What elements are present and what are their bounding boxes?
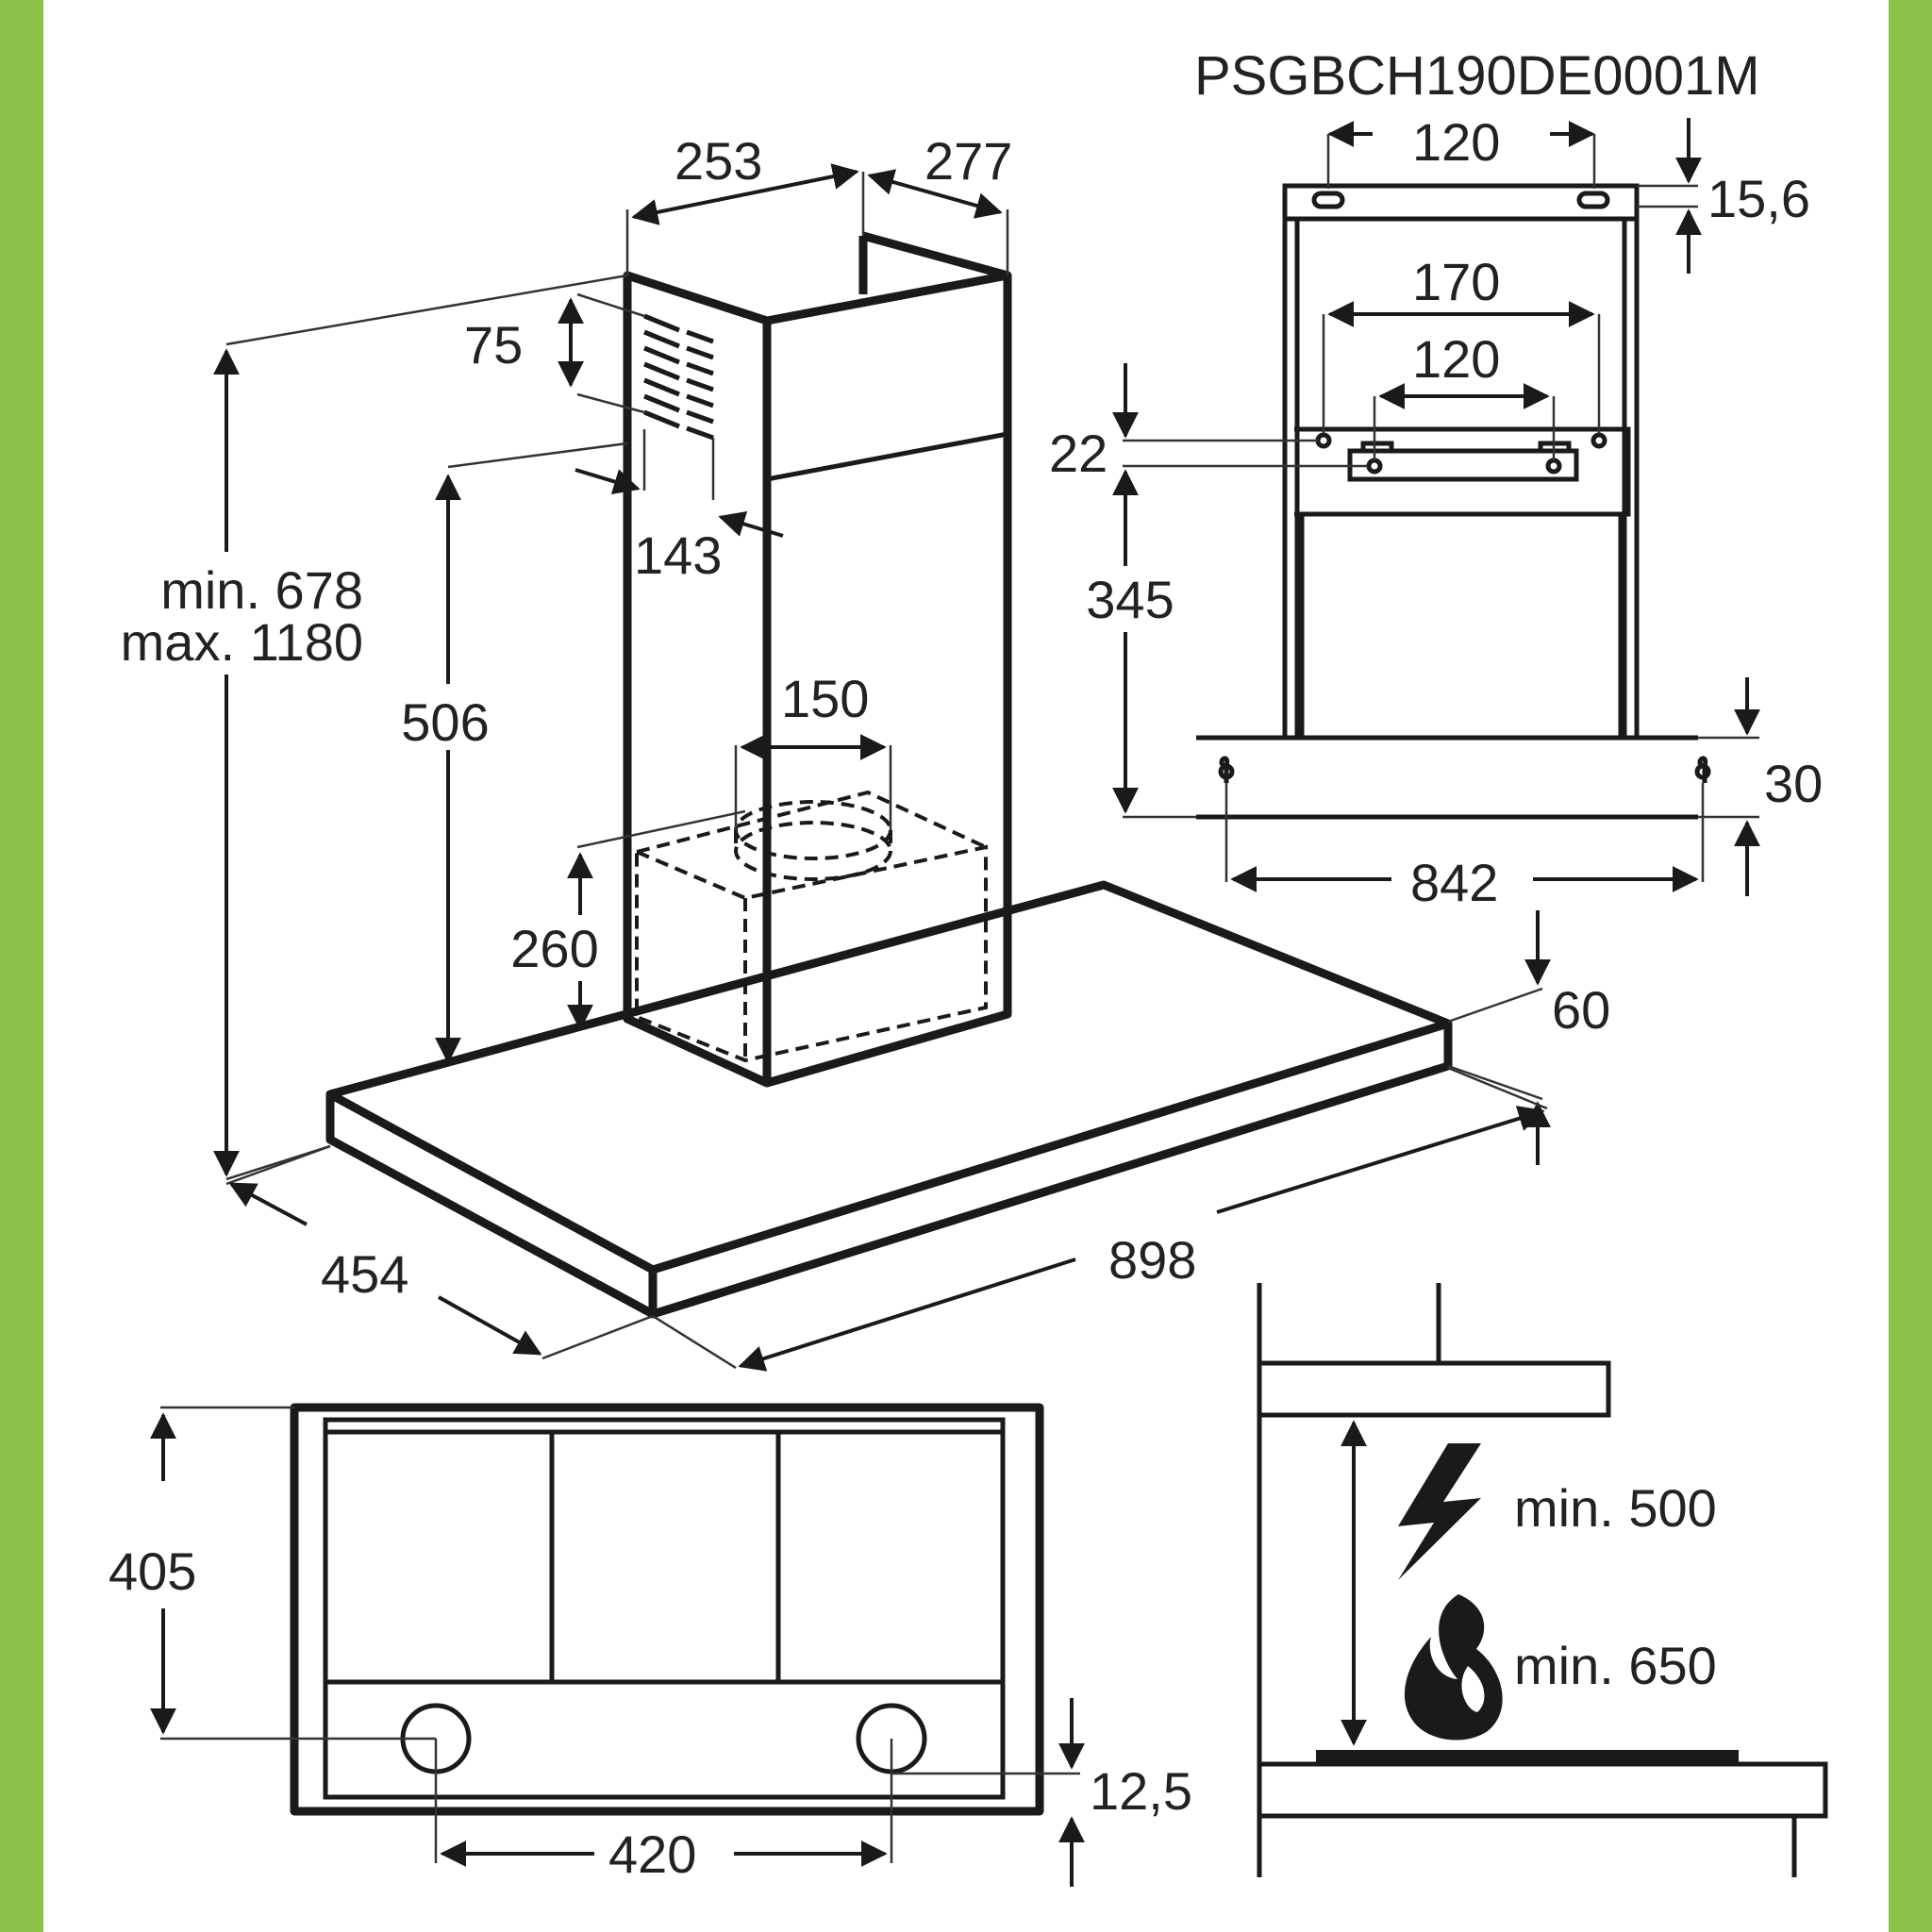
clearance-electric: min. 500 <box>1514 1478 1717 1538</box>
cooktop-profile <box>1257 1761 1828 1819</box>
clearance-gas: min. 650 <box>1514 1636 1717 1695</box>
dim-bottom-depth: 405 <box>108 1541 196 1601</box>
dim-chimney-width: 253 <box>675 131 762 191</box>
dim-bottom-offset: 30 <box>1764 754 1823 813</box>
dim-light-spacing: 420 <box>608 1824 696 1884</box>
drawing-sheet: 253 277 75 143 min. 678 max. 1180 506 15… <box>43 0 1889 1932</box>
dim-top-spacing: 120 <box>1412 112 1500 172</box>
dim-screw-spacing: 842 <box>1410 853 1498 912</box>
motor-housing-hidden <box>635 790 988 1063</box>
model-code: PSGBCH190DE0001M <box>1194 45 1760 107</box>
dim-canopy-width: 898 <box>1108 1230 1196 1290</box>
dim-motor-height: 260 <box>510 919 598 978</box>
dim-vent-offset: 143 <box>634 525 722 585</box>
dim-top-offset: 15,6 <box>1707 169 1810 228</box>
bottom-outline <box>290 1403 1044 1816</box>
hood-isometric-view: 253 277 75 143 min. 678 max. 1180 506 15… <box>104 131 1610 1372</box>
dim-bracket-height: 22 <box>1049 424 1108 483</box>
dim-height-min: min. 678 <box>160 560 363 620</box>
technical-drawing: 253 277 75 143 min. 678 max. 1180 506 15… <box>104 45 1828 1887</box>
hood-side-profile <box>1257 1360 1611 1418</box>
dim-edge-offset: 12,5 <box>1090 1761 1192 1821</box>
dim-chimney-lower-height: 506 <box>401 692 489 752</box>
dim-outlet-diameter: 150 <box>781 669 869 728</box>
filter-panels <box>323 1429 1006 1685</box>
canopy-outline <box>325 880 1453 1319</box>
dim-canopy-thickness: 60 <box>1552 980 1610 1040</box>
dim-outer-spacing: 170 <box>1412 252 1500 311</box>
dim-inner-spacing: 120 <box>1412 329 1500 389</box>
bracket-front-view: PSGBCH190DE0001M 120 15,6 1 <box>1049 45 1823 912</box>
dim-chimney-depth: 277 <box>924 131 1012 191</box>
dim-bracket-drop: 345 <box>1086 570 1174 629</box>
dim-canopy-depth: 454 <box>321 1244 408 1304</box>
hood-bottom-view: 405 420 12,5 <box>108 1403 1192 1887</box>
dim-vent-height: 75 <box>464 315 523 375</box>
clearance-side-view: min. 500 min. 650 <box>1257 1283 1828 1877</box>
flame-icon <box>1404 1594 1503 1740</box>
lightning-icon <box>1398 1443 1481 1580</box>
dim-height-max: max. 1180 <box>121 612 363 672</box>
vent-grille <box>643 313 714 441</box>
